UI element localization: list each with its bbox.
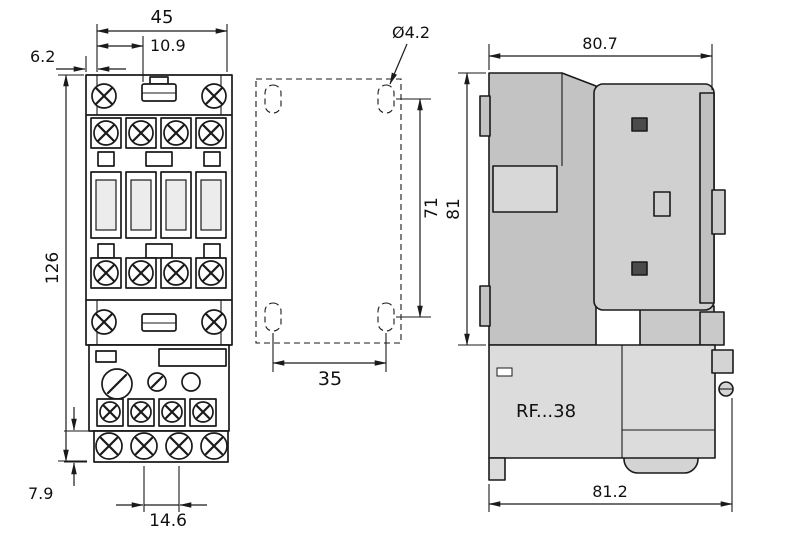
coil-window xyxy=(492,165,558,213)
top-clip xyxy=(141,76,177,102)
clip-offset-label: 10.9 xyxy=(150,36,186,55)
test-button xyxy=(181,372,201,392)
contactor-side xyxy=(479,72,726,346)
dim-total-height: 126 xyxy=(43,74,87,462)
mounting-slot-top-left xyxy=(264,84,282,114)
dim-horizontal-pitch: 35 xyxy=(272,333,387,390)
terminal-screw-side-bottom xyxy=(631,261,648,276)
relay-foot xyxy=(488,457,506,481)
mounting-slot-bottom-right xyxy=(377,302,395,332)
din-rail-tab-top xyxy=(479,95,491,137)
dim-clip-offset: 10.9 xyxy=(96,36,186,82)
din-rail-tab-bottom xyxy=(479,285,491,327)
side-view: RF...38 80.7 81 81.2 xyxy=(444,34,734,512)
pole-windows xyxy=(90,171,227,239)
trip-selector-dial xyxy=(147,372,167,392)
relay-marker-window xyxy=(496,367,513,377)
drilling-plan: Ø4.2 71 35 xyxy=(255,23,442,390)
drilling-dimensions: Ø4.2 71 35 xyxy=(272,23,442,390)
front-width-label: 45 xyxy=(151,7,174,28)
mounting-slot-bottom-left xyxy=(264,302,282,332)
dim-vertical-pitch: 71 xyxy=(396,98,442,318)
product-label: RF...38 xyxy=(516,401,576,422)
overload-relay-front xyxy=(88,344,230,463)
terminal-pitch-label: 14.6 xyxy=(149,511,187,531)
mounting-slot-top-right xyxy=(377,84,395,114)
dim-width-top: 45 xyxy=(96,7,228,72)
side-dimensions: 80.7 81 81.2 xyxy=(444,34,733,512)
drill-pattern-outline xyxy=(255,78,402,344)
relay-connector xyxy=(711,349,734,374)
front-dimensions: 45 10.9 6.2 126 xyxy=(28,7,228,531)
left-offset-label: 6.2 xyxy=(30,47,55,66)
dim-left-offset: 6.2 xyxy=(30,47,126,72)
lower-terminal-row xyxy=(90,257,227,289)
dim-side-width-top: 80.7 xyxy=(488,34,713,90)
hole-diameter-label: Ø4.2 xyxy=(392,23,430,42)
dim-side-width-bottom: 81.2 xyxy=(488,398,733,512)
total-height-label: 126 xyxy=(43,252,63,284)
dim-side-height: 81 xyxy=(444,72,486,346)
front-view: 45 10.9 6.2 126 xyxy=(28,7,233,531)
dim-terminal-pitch: 14.6 xyxy=(116,466,207,531)
vertical-pitch-label: 71 xyxy=(422,197,442,219)
lower-latches xyxy=(97,243,221,259)
overload-relay-side: RF...38 xyxy=(488,344,734,481)
foot-label: 7.9 xyxy=(28,484,53,503)
dim-hole-diameter: Ø4.2 xyxy=(389,23,430,85)
horizontal-pitch-label: 35 xyxy=(318,368,342,390)
upper-terminal-row xyxy=(90,117,227,149)
upper-latches xyxy=(97,151,221,167)
side-width-bottom-label: 81.2 xyxy=(592,482,628,501)
terminal-screw-side-top xyxy=(631,117,648,132)
side-width-top-label: 80.7 xyxy=(582,34,618,53)
dim-foot: 7.9 xyxy=(28,407,92,503)
aux-contact-tab xyxy=(711,189,726,235)
relay-terminal-row xyxy=(96,398,217,427)
label-window xyxy=(653,191,671,217)
contactor-front xyxy=(85,74,233,346)
bottom-clip xyxy=(141,313,177,332)
adjustment-dial xyxy=(101,368,133,400)
relay-side-body xyxy=(488,344,716,459)
side-height-label: 81 xyxy=(444,198,464,220)
